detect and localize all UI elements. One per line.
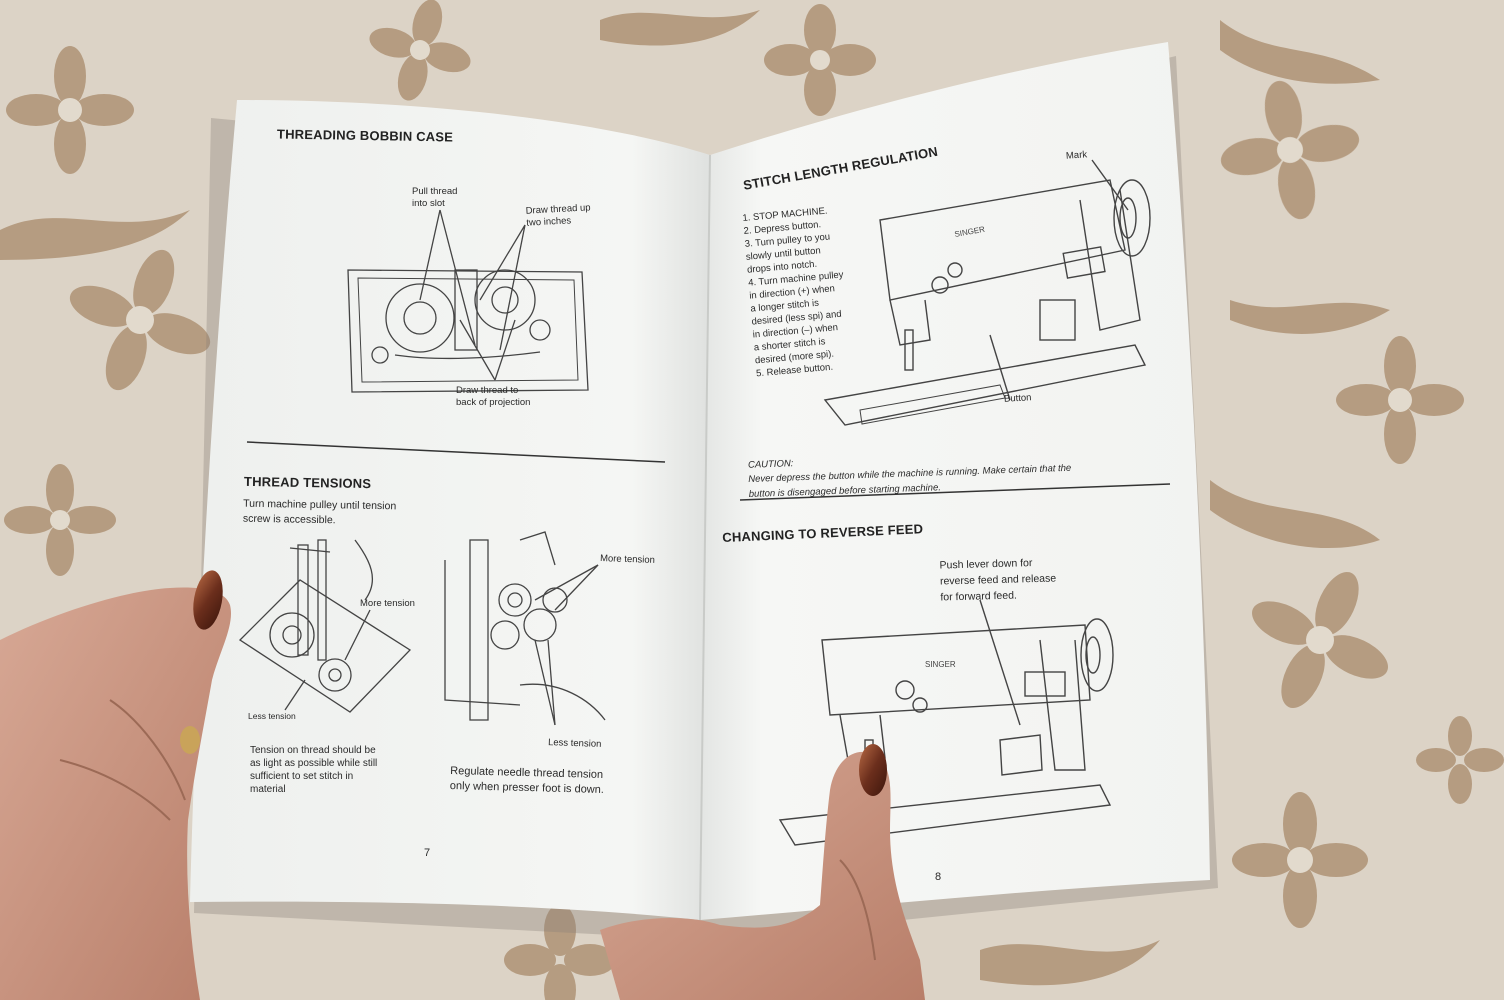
label-less-tension-left: Less tension xyxy=(248,711,296,721)
tension-illustration-right xyxy=(444,531,606,726)
tensions-intro: Turn machine pulley until tension screw … xyxy=(242,497,397,527)
sewing-machine-illustration-top: SINGER xyxy=(823,159,1151,426)
stitch-step-4: 4. Turn machine pulley in direction (+) … xyxy=(747,269,844,367)
reverse-feed-instruction: Push lever down for reverse feed and rel… xyxy=(939,557,1057,604)
tension-note-left: Tension on thread should be as light as … xyxy=(250,745,378,795)
label-mark: Mark xyxy=(1065,149,1088,162)
machine-brand-bottom: SINGER xyxy=(925,660,956,669)
label-draw-thread-back: Draw thread to back of projection xyxy=(456,385,531,408)
left-hand xyxy=(0,570,231,1000)
tension-illustration-left xyxy=(238,539,412,713)
right-hand xyxy=(600,744,925,1000)
label-more-tension-right: More tension xyxy=(599,553,656,566)
left-page xyxy=(190,100,710,920)
page-number-left: 7 xyxy=(424,847,431,859)
label-pull-thread: Pull thread into slot xyxy=(412,186,458,209)
heading-threading-bobbin-case: THREADING BOBBIN CASE xyxy=(276,126,454,145)
label-draw-thread-up: Draw thread up two inches xyxy=(525,202,591,229)
stitch-steps-list: 1. STOP MACHINE. 2. Depress button. 3. T… xyxy=(742,204,852,381)
label-more-tension-left: More tension xyxy=(360,598,415,609)
bobbin-case-illustration xyxy=(347,209,589,393)
nail-right xyxy=(859,744,887,796)
nail-left xyxy=(193,570,223,630)
heading-thread-tensions: THREAD TENSIONS xyxy=(243,473,372,492)
label-button: Button xyxy=(1003,392,1032,405)
label-less-tension-right: Less tension xyxy=(547,737,602,750)
tension-note-right: Regulate needle thread tension only when… xyxy=(449,764,605,797)
page-number-right: 8 xyxy=(935,871,942,883)
